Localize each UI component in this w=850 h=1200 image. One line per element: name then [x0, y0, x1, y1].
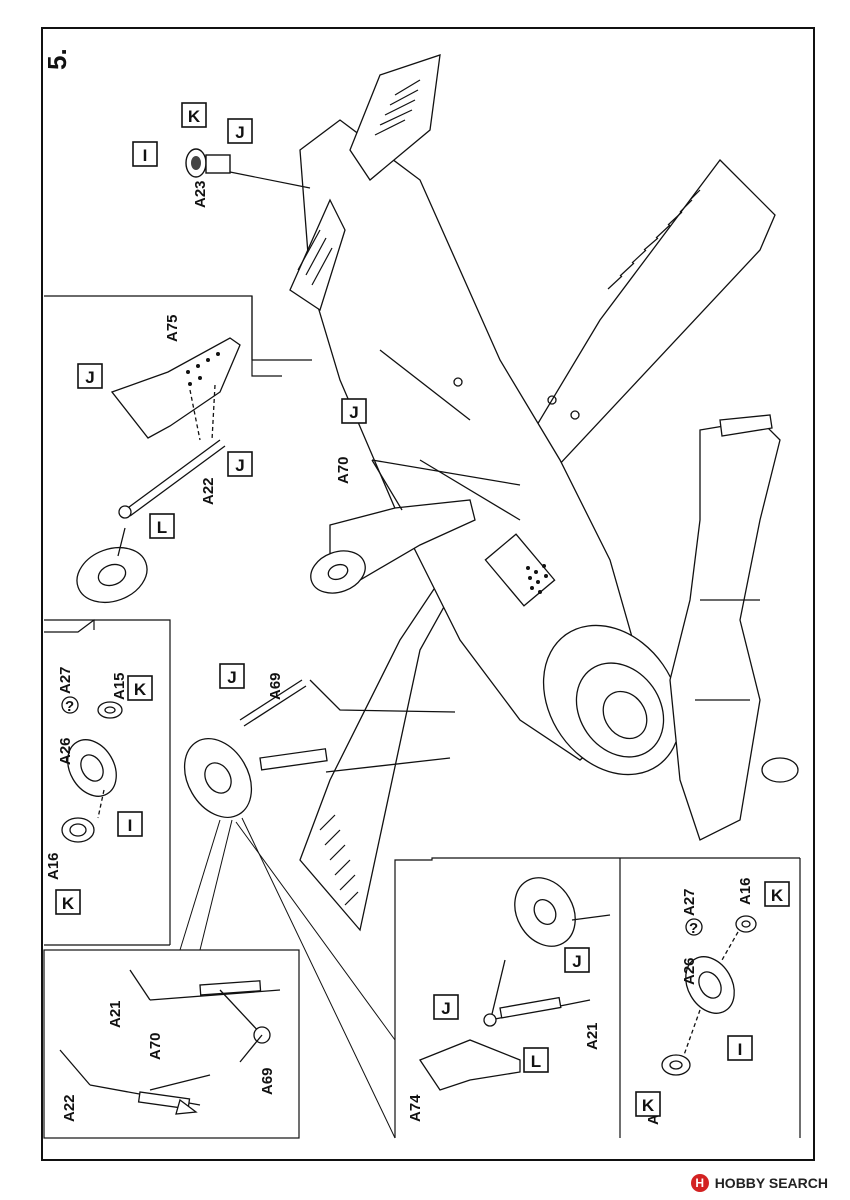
- callout-letter: K: [642, 1096, 655, 1115]
- callout-letter: J: [235, 456, 244, 475]
- callout-letter: K: [188, 107, 201, 126]
- part-label: A16: [45, 852, 62, 880]
- tail-wheel-assembly: [185, 148, 311, 189]
- part-label: A75: [164, 314, 181, 342]
- part-label: A69: [267, 672, 284, 700]
- part-label: A23: [192, 180, 209, 208]
- callout-letter: L: [531, 1052, 541, 1071]
- callout-letter: I: [143, 146, 148, 165]
- part-label: A69: [259, 1067, 276, 1095]
- gear-struts-detail: [59, 969, 281, 1115]
- part-label: A22: [200, 477, 217, 505]
- part-label: A70: [335, 456, 352, 484]
- watermark-logo-icon: H: [690, 1174, 709, 1192]
- gear-door-assembly: [76, 337, 241, 604]
- callout-letter: K: [134, 680, 147, 699]
- main-gear-leg: [183, 679, 456, 818]
- step-number: 5.: [42, 48, 72, 70]
- callout-letter: I: [738, 1040, 743, 1059]
- lower-left-panel: [43, 949, 300, 1139]
- variant-symbol: ?: [65, 698, 74, 715]
- watermark: H HOBBY SEARCH: [690, 1174, 828, 1192]
- callout-letter: J: [441, 999, 450, 1018]
- wheel-exploded-right: [661, 915, 757, 1076]
- callout-letter: J: [349, 403, 358, 422]
- part-label: A15: [111, 672, 128, 700]
- part-label: A21: [584, 1022, 601, 1050]
- upper-panel-bottom: [44, 619, 171, 633]
- page-frame: [41, 27, 815, 1161]
- aircraft-underside-view: [289, 54, 776, 932]
- callout-letter: J: [227, 668, 236, 687]
- callout-letter: K: [771, 886, 784, 905]
- callout-letter: J: [85, 368, 94, 387]
- part-label: A70: [147, 1032, 164, 1060]
- variant-symbol: ?: [689, 920, 698, 937]
- installed-gear-door: [310, 459, 521, 594]
- part-label: A22: [61, 1094, 78, 1122]
- part-label: A26: [57, 737, 74, 765]
- callout-letter: J: [572, 952, 581, 971]
- aircraft-side-view: [669, 414, 799, 841]
- part-label: A27: [681, 888, 698, 916]
- part-label: A26: [681, 957, 698, 985]
- letter-box: [132, 141, 158, 167]
- wheel-exploded-left: [61, 701, 123, 843]
- part-label: A21: [107, 1000, 124, 1028]
- part-label: A16: [737, 877, 754, 905]
- watermark-text: HOBBY SEARCH: [714, 1175, 828, 1191]
- part-label: A74: [407, 1094, 424, 1122]
- callout-letter: J: [235, 123, 244, 142]
- part-label: A27: [57, 666, 74, 694]
- gear-door-installed-detail: [419, 877, 611, 1091]
- callout-letter: I: [128, 816, 133, 835]
- callout-letter: K: [62, 894, 75, 913]
- lower-mid-panel: [394, 857, 620, 1138]
- callout-letter: L: [157, 518, 167, 537]
